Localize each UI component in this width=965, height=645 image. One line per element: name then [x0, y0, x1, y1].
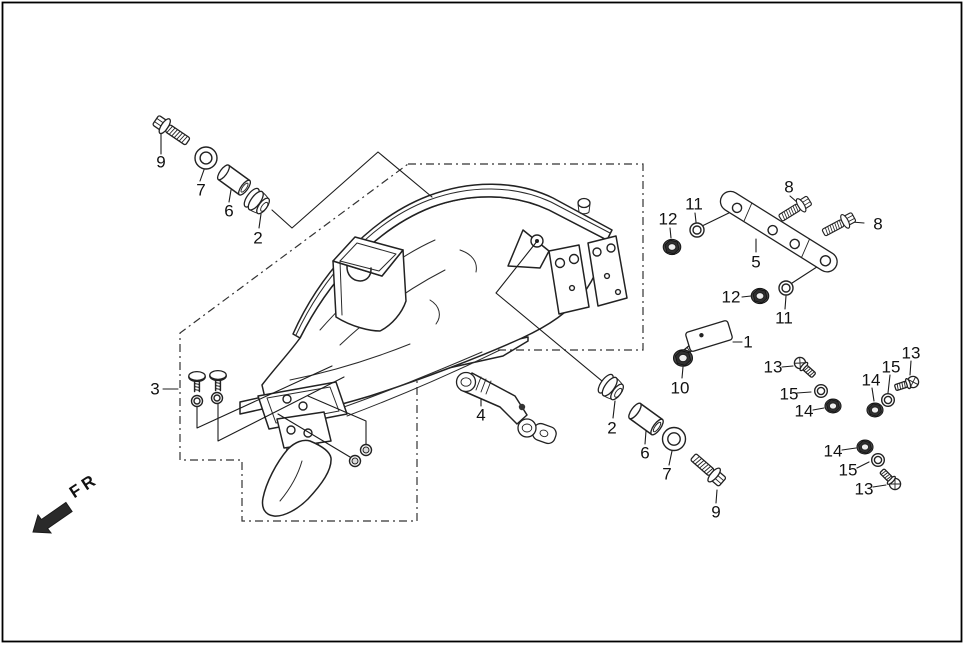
part-7-washer-bottom — [661, 426, 687, 452]
part-3-bolts — [188, 369, 227, 408]
part-7-washer-top — [194, 146, 218, 170]
part-15-washer-c — [871, 453, 886, 468]
part-14-nut-c — [856, 439, 874, 455]
part-label-4: 4 — [476, 405, 486, 425]
part-label-7: 7 — [662, 464, 672, 484]
part-label-9: 9 — [711, 502, 721, 522]
part-label-13: 13 — [763, 357, 783, 377]
part-label-15: 15 — [838, 460, 858, 480]
part-6-collar-bottom — [625, 400, 667, 438]
part-label-13: 13 — [901, 343, 921, 363]
fr-arrow-icon — [32, 501, 73, 534]
part-label-12: 12 — [658, 209, 678, 229]
part-2-grommet-bottom — [594, 371, 628, 404]
part-11-washer-bottom — [778, 280, 794, 296]
part-label-10: 10 — [670, 378, 690, 398]
part-label-12: 12 — [721, 287, 741, 307]
part-8-bolt-left — [775, 193, 814, 226]
part-12-nut-top — [662, 238, 682, 256]
part-9-bolt-top — [150, 112, 194, 150]
part-label-11: 11 — [685, 194, 703, 214]
part-label-14: 14 — [823, 441, 843, 461]
part-14-nut-a — [824, 398, 842, 414]
part-8-bolt-right — [819, 209, 858, 241]
part-label-7: 7 — [196, 180, 206, 200]
part-13-screw-a — [791, 354, 819, 381]
part-label-5: 5 — [751, 252, 761, 272]
part-label-8: 8 — [784, 177, 794, 197]
part-label-13: 13 — [854, 479, 874, 499]
part-label-11: 11 — [775, 308, 793, 328]
part-label-3: 3 — [150, 379, 160, 399]
part-12-nut-bottom — [750, 287, 770, 305]
part-label-2: 2 — [253, 228, 263, 248]
dashed-outline — [179, 163, 644, 522]
part-label-14: 14 — [794, 401, 814, 421]
part-label-8: 8 — [873, 214, 883, 234]
part-label-15: 15 — [881, 357, 901, 377]
part-13-screw-b — [892, 374, 921, 394]
part-9-bolt-bottom — [686, 449, 729, 490]
part-10-nut — [672, 349, 694, 367]
fender-assembly — [239, 183, 628, 517]
part-label-15: 15 — [779, 384, 799, 404]
part-15-washer-a — [814, 384, 829, 399]
part-label-2: 2 — [607, 418, 617, 438]
part-4-bracket — [455, 371, 557, 445]
part-label-6: 6 — [224, 201, 234, 221]
part-13-screw-c — [877, 466, 904, 493]
part-label-14: 14 — [861, 370, 881, 390]
part-label-9: 9 — [156, 152, 166, 172]
part-6-collar-top — [214, 162, 254, 198]
part-15-washer-b — [881, 393, 896, 408]
part-5-bracket — [719, 190, 838, 273]
part-label-6: 6 — [640, 443, 650, 463]
part-14-nut-b — [866, 402, 884, 418]
part-label-1: 1 — [743, 332, 753, 352]
part-3-lower-washers — [348, 443, 373, 468]
part-11-washer-top — [689, 222, 705, 238]
